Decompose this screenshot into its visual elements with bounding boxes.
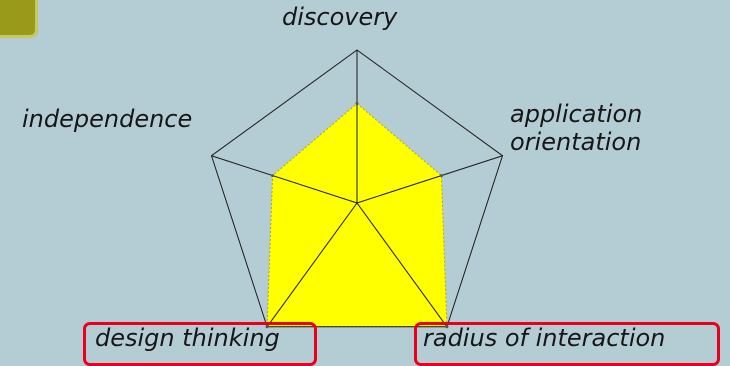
axis-label-discovery: discovery — [282, 3, 398, 31]
axis-label-application-line2: orientation — [510, 127, 642, 156]
data-point-application-orientation — [439, 174, 443, 178]
spoke-independence — [211, 155, 358, 204]
spoke-application-orientation — [356, 155, 503, 204]
data-area — [267, 103, 447, 327]
spoke-design-thinking — [266, 202, 358, 328]
data-point-discovery — [355, 102, 359, 106]
outer-frame — [210, 49, 504, 328]
data-point-design-thinking — [265, 325, 269, 329]
data-point-radius-of-interaction — [445, 325, 449, 329]
axis-label-application-line1: application — [510, 100, 643, 128]
axis-label-radius-of-interaction: radius of interaction — [423, 324, 666, 352]
axis-label-independence: independence — [22, 105, 193, 133]
data-point-independence — [271, 174, 275, 178]
highlight-box-radius-of-interaction — [414, 322, 720, 366]
spoke-radius-of-interaction — [356, 202, 448, 328]
axis-label-design-thinking: design thinking — [95, 324, 280, 352]
axis-label-application-orientation: application orientation — [510, 100, 643, 156]
highlight-box-design-thinking — [83, 322, 317, 366]
corner-badge-icon — [0, 0, 38, 38]
